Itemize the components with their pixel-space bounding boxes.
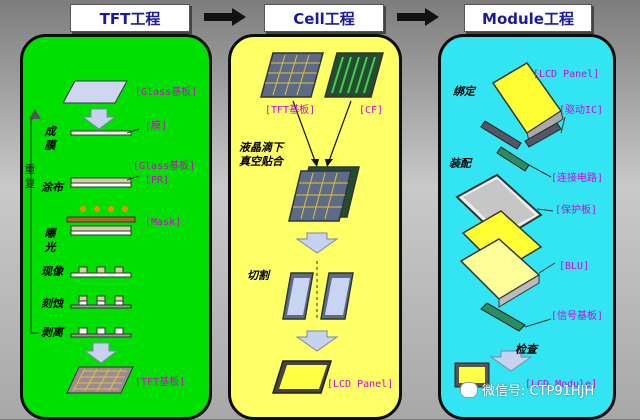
glass-substrate-label: [Glass基板] <box>135 87 198 98</box>
photoresist-label: [PR] <box>145 175 170 186</box>
step-cut: 切割 <box>247 269 269 282</box>
tft-process-drawing <box>29 80 140 394</box>
color-filter-label: [CF] <box>359 105 384 116</box>
film-label: [膜] <box>145 121 168 132</box>
wechat-watermark: 微信号: CTP91HJH <box>460 380 594 399</box>
backlight-unit-label: [BLU] <box>559 261 590 272</box>
module-process-panel: [LCD Panel] 绑定 [驱动IC] [连接电路] 装配 [保护板] [B… <box>438 34 616 420</box>
glass-substrate-label: [Glass基板] <box>133 161 196 172</box>
step-coating: 涂布 <box>41 181 63 194</box>
step-deposition: 成膜 <box>44 125 56 152</box>
step-bond: 绑定 <box>453 85 475 98</box>
repeat-label: 重复 <box>24 163 36 190</box>
watermark-text: 微信号: CTP91HJH <box>482 384 595 399</box>
step-assemble: 装配 <box>449 157 471 170</box>
step-strip: 剥离 <box>41 326 63 339</box>
wechat-icon <box>460 381 478 398</box>
lcd-panel-label: [LCD Panel] <box>533 69 600 80</box>
signal-board-label: [信号基板] <box>551 311 604 322</box>
tft-process-panel: [Glass基板] [膜] [Glass基板] [PR] [Mask] [TFT… <box>20 34 212 420</box>
cover-plate-label: [保护板] <box>555 205 598 216</box>
right-arrow-icon <box>204 8 246 26</box>
step-etch: 刻蚀 <box>41 297 63 310</box>
step-vacuum-bond: 真空贴合 <box>239 155 283 168</box>
tft-substrate-label: [TFT基板] <box>265 105 316 116</box>
right-arrow-icon <box>397 8 439 26</box>
driver-ic-label: [驱动IC] <box>559 105 604 116</box>
tft-process-header: TFT工程 <box>70 4 190 32</box>
tft-substrate-label: [TFT基板] <box>135 377 186 388</box>
step-exposure: 曝光 <box>44 227 56 254</box>
cell-process-panel: [TFT基板] [CF] 液晶滴下 真空贴合 切割 [LCD Panel] <box>228 34 402 420</box>
step-lc-fill: 液晶滴下 <box>239 141 283 154</box>
circuit-label: [连接电路] <box>551 173 604 184</box>
step-develop: 现像 <box>41 265 63 278</box>
module-process-header: Module工程 <box>464 4 592 32</box>
mask-label: [Mask] <box>145 217 182 228</box>
cell-process-drawing <box>260 52 384 394</box>
module-process-drawing <box>454 62 566 388</box>
cell-process-header: Cell工程 <box>264 4 384 32</box>
lcd-module-label: [LCD Module] <box>525 379 598 390</box>
step-inspect: 检查 <box>515 343 537 356</box>
lcd-panel-label: [LCD Panel] <box>327 379 394 390</box>
